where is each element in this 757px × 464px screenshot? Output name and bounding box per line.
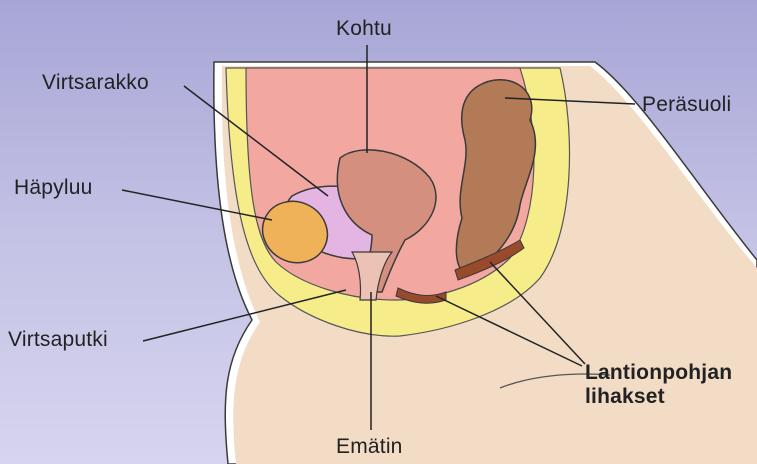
- label-lantionpohjan-line2: lihakset: [585, 386, 665, 407]
- label-virtsaputki: Virtsaputki: [8, 329, 108, 350]
- label-hapyluu: Häpyluu: [14, 177, 92, 198]
- label-kohtu: Kohtu: [336, 18, 392, 39]
- label-ematin: Emätin: [336, 436, 403, 457]
- label-lantionpohjan-line1: Lantionpohjan: [585, 362, 732, 383]
- label-virtsarakko: Virtsarakko: [42, 72, 149, 93]
- label-perasuoli: Peräsuoli: [642, 94, 731, 115]
